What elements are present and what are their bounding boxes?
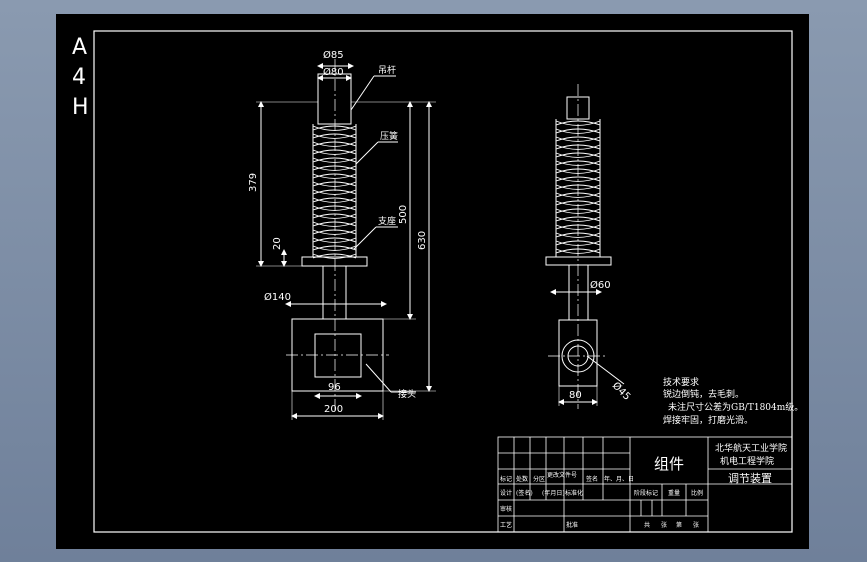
spring-coil [312,181,357,187]
dim-d140: Ø140 [264,291,291,303]
tb-total: 共 [644,521,650,529]
tech-note-1: 锐边倒钝，去毛刺。 [663,388,744,400]
spring-coil [555,136,601,142]
tb-drawing-name: 调节装置 [728,472,772,485]
tb-zone: 分区 [533,475,545,483]
dim-d85: Ø85 [323,49,344,61]
dim-d80: Ø80 [323,66,344,78]
tb-stage: 阶段标记 [634,489,658,497]
spring-coil [312,237,357,243]
tb-sign: 签名 [586,475,598,483]
tb-change-doc: 更改文件号 [547,471,577,479]
spring-coil [312,229,357,235]
spring-coil [312,245,357,251]
tb-weight: 重量 [668,489,680,497]
tech-note-3: 焊接牢固，打磨光滑。 [663,414,753,426]
tb-approve: 批准 [566,521,578,529]
label-joint: 接头 [398,388,416,400]
spring-coil [312,213,357,219]
spring-coil [312,149,357,155]
spring-coil [312,189,357,195]
tb-scale: 比例 [691,489,703,497]
tb-ymd: (年月日) [542,489,565,497]
spring-coil [312,205,357,211]
tb-date: 年、月、日 [604,475,634,483]
drawing-frame [93,30,793,533]
spring-coil [312,173,357,179]
tech-note-2: 未注尺寸公差为GB/T1804m级。 [668,401,803,413]
spring-coil [312,253,357,259]
spring-coils [312,125,357,259]
technical-requirements: 技术要求 锐边倒钝，去毛刺。 未注尺寸公差为GB/T1804m级。 焊接牢固，打… [663,376,803,426]
tb-sheets: 张 [661,521,667,529]
spring-coil [555,216,601,222]
spring-coil [555,176,601,182]
spring-coil [312,165,357,171]
tb-sheet: 张 [693,521,699,529]
label-rod: 吊杆 [378,64,396,76]
dim-80: 80 [569,390,582,401]
dim-96: 96 [328,382,341,393]
tb-design: 设计 [500,489,512,497]
rod-upper [317,73,352,125]
spring-coil [312,141,357,147]
side-support-plate [545,256,612,266]
side-view [545,84,625,409]
label-spring: 压簧 [380,130,398,142]
tech-notes-title: 技术要求 [663,376,699,388]
dim-20: 20 [272,237,283,250]
spring-coil [312,133,357,139]
joint-hole [314,333,362,378]
dim-630: 630 [417,231,428,250]
support-tube [322,265,347,320]
spring-coil [312,221,357,227]
tb-review: 审核 [500,505,512,513]
dim-200: 200 [324,404,343,415]
tb-signature: (签名) [516,489,533,497]
spring-coil [312,197,357,203]
tb-drawing-type: 组件 [654,455,684,473]
tb-standard: 标准化 [565,489,583,497]
dim-500: 500 [398,205,409,224]
front-view [256,59,436,420]
tb-process: 工艺 [500,521,512,529]
tb-school: 北华航天工业学院 [715,442,787,454]
dim-d45: Ø45 [610,380,633,403]
tb-count: 处数 [516,475,528,483]
spring-coil [312,125,357,131]
tb-college: 机电工程学院 [720,455,774,467]
tb-mark: 标记 [500,475,512,483]
label-support: 支座 [378,215,396,227]
dim-d60: Ø60 [590,279,611,291]
dim-379: 379 [248,173,259,192]
tb-no: 第 [676,521,682,529]
spring-coil [312,157,357,163]
title-block [497,436,793,533]
